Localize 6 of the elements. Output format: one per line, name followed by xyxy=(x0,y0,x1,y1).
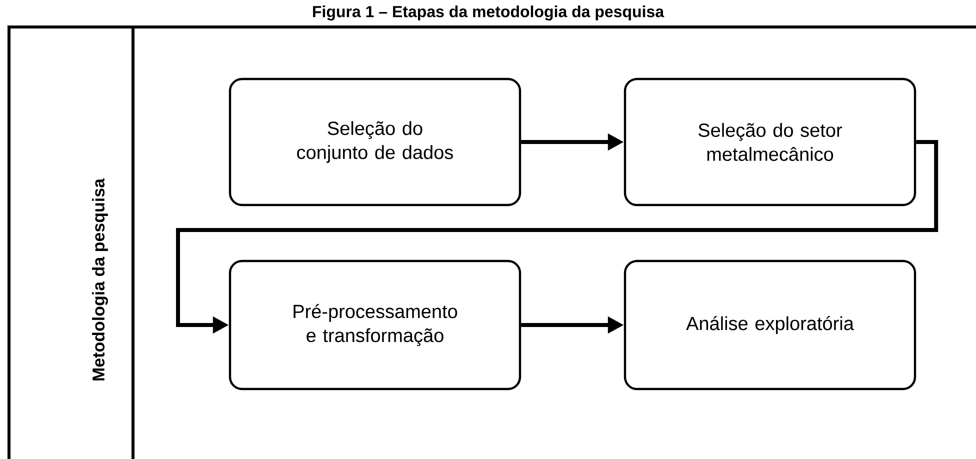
process-box: Pré-processamento e transformação xyxy=(228,260,522,390)
side-band: Metodologia da pesquisa xyxy=(92,27,134,459)
figure-title: Figura 1 – Etapas da metodologia da pesquisa xyxy=(313,6,664,20)
process-box: Seleção do conjunto de dados xyxy=(228,78,522,206)
process-box: Seleção do setor metalmecânico xyxy=(624,78,916,206)
process-box: Análise exploratória xyxy=(624,260,916,390)
